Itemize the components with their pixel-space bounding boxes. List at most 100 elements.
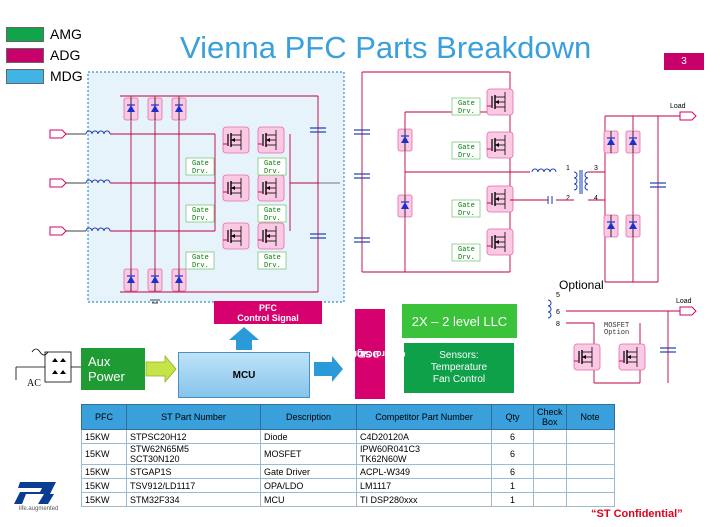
header-pfc: PFC [81, 404, 127, 430]
cell-st-part-number: STGAP1S [126, 464, 261, 479]
dcdc-line2: Control Signal [344, 349, 406, 359]
cell-pfc: 15KW [81, 492, 127, 507]
cell-check-box[interactable] [533, 429, 567, 444]
cell-note [565, 443, 615, 465]
sensors-line3: Fan Control [432, 374, 486, 385]
pfc-control-line1: PFC [259, 302, 277, 313]
aux-power-line1: Aux [88, 354, 111, 369]
ac-source-label: AC [27, 378, 41, 389]
svg-text:Gate: Gate [264, 160, 281, 168]
cell-note [565, 478, 615, 493]
table-header-row: PFC ST Part Number Description Competito… [81, 404, 615, 430]
svg-text:Drv.: Drv. [264, 215, 281, 223]
pfc-control-line2: Control Signal [237, 312, 299, 323]
cell-pfc: 15KW [81, 464, 127, 479]
cell-pfc: 15KW [81, 429, 127, 444]
svg-text:MOSFET: MOSFET [604, 322, 629, 330]
svg-text:Drv.: Drv. [264, 168, 281, 176]
page-title: Vienna PFC Parts Breakdown [180, 30, 592, 65]
svg-text:Drv.: Drv. [458, 108, 475, 116]
svg-text:Gate: Gate [458, 144, 475, 152]
svg-text:Load: Load [676, 298, 692, 305]
legend-item-adg: ADG [6, 45, 83, 65]
gate-driver-box: Gate Drv. [185, 157, 215, 176]
svg-text:Drv.: Drv. [192, 215, 209, 223]
header-qty: Qty [491, 404, 534, 430]
cell-description: Diode [260, 429, 357, 444]
svg-text:4: 4 [594, 195, 598, 202]
cell-check-box[interactable] [533, 478, 567, 493]
cell-qty: 6 [491, 443, 534, 465]
svg-text:8: 8 [556, 321, 560, 328]
header-competitor-part-number: Competitor Part Number [356, 404, 492, 430]
svg-text:Gate: Gate [458, 246, 475, 254]
aux-power-line2: Power [88, 369, 125, 384]
gate-driver-box: Gate Drv. [185, 251, 215, 270]
header-note: Note [565, 404, 615, 430]
cell-qty: 1 [491, 492, 534, 507]
svg-text:Drv.: Drv. [458, 210, 475, 218]
sensors-line1: Sensors: [439, 350, 479, 361]
header-check-box: Check Box [533, 404, 567, 430]
svg-text:Drv.: Drv. [264, 262, 281, 270]
cell-st-part-number: TSV912/LD1117 [126, 478, 261, 493]
slide-number: 3 [664, 53, 704, 70]
sensors-line2: Temperature [430, 362, 488, 373]
cell-st-part-number: STPSC20H12 [126, 429, 261, 444]
cell-check-box[interactable] [533, 443, 567, 465]
llc-box: 2X – 2 level LLC [402, 304, 517, 338]
svg-text:Gate: Gate [264, 254, 281, 262]
svg-text:Gate: Gate [192, 254, 209, 262]
cell-note [565, 492, 615, 507]
gate-driver-box: Gate Drv. [451, 141, 481, 160]
svg-text:Gate: Gate [192, 207, 209, 215]
cell-competitor-part-number: TI DSP280xxx [356, 492, 492, 507]
svg-text:6: 6 [556, 309, 560, 316]
cell-competitor-part-number: IPW60R041C3 TK62N60W [356, 443, 492, 465]
svg-text:Drv.: Drv. [192, 168, 209, 176]
gate-driver-box: Gate Drv. [257, 204, 287, 223]
gate-driver-box: Gate Drv. [257, 157, 287, 176]
legend: AMG ADG MDG [6, 24, 83, 87]
cell-competitor-part-number: LM1117 [356, 478, 492, 493]
legend-label-amg: AMG [50, 26, 82, 42]
cell-description: OPA/LDO [260, 478, 357, 493]
logo-tagline: life.augmented [19, 506, 59, 512]
cell-note [565, 429, 615, 444]
gate-driver-box: Gate Drv. [451, 199, 481, 218]
svg-text:3: 3 [594, 165, 598, 172]
cell-note [565, 464, 615, 479]
svg-text:Gate: Gate [264, 207, 281, 215]
cell-competitor-part-number: C4D20120A [356, 429, 492, 444]
cell-check-box[interactable] [533, 492, 567, 507]
legend-swatch-mdg [6, 68, 44, 84]
svg-text:Drv.: Drv. [458, 152, 475, 160]
legend-item-amg: AMG [6, 24, 83, 44]
legend-swatch-amg [6, 26, 44, 42]
svg-text:1: 1 [566, 165, 570, 172]
cell-check-box[interactable] [533, 464, 567, 479]
cell-competitor-part-number: ACPL-W349 [356, 464, 492, 479]
cell-pfc: 15KW [81, 443, 127, 465]
cell-qty: 6 [491, 464, 534, 479]
parts-table: PFC ST Part Number Description Competito… [81, 404, 615, 507]
cell-pfc: 15KW [81, 478, 127, 493]
svg-text:5: 5 [556, 292, 560, 299]
svg-text:Drv.: Drv. [192, 262, 209, 270]
cell-st-part-number: STM32F334 [126, 492, 261, 507]
legend-label-mdg: MDG [50, 68, 83, 84]
cell-qty: 1 [491, 478, 534, 493]
st-logo [14, 482, 56, 504]
cell-description: Gate Driver [260, 464, 357, 479]
svg-text:Gate: Gate [458, 202, 475, 210]
gate-driver-box: Gate Drv. [185, 204, 215, 223]
svg-text:Load: Load [670, 103, 686, 110]
